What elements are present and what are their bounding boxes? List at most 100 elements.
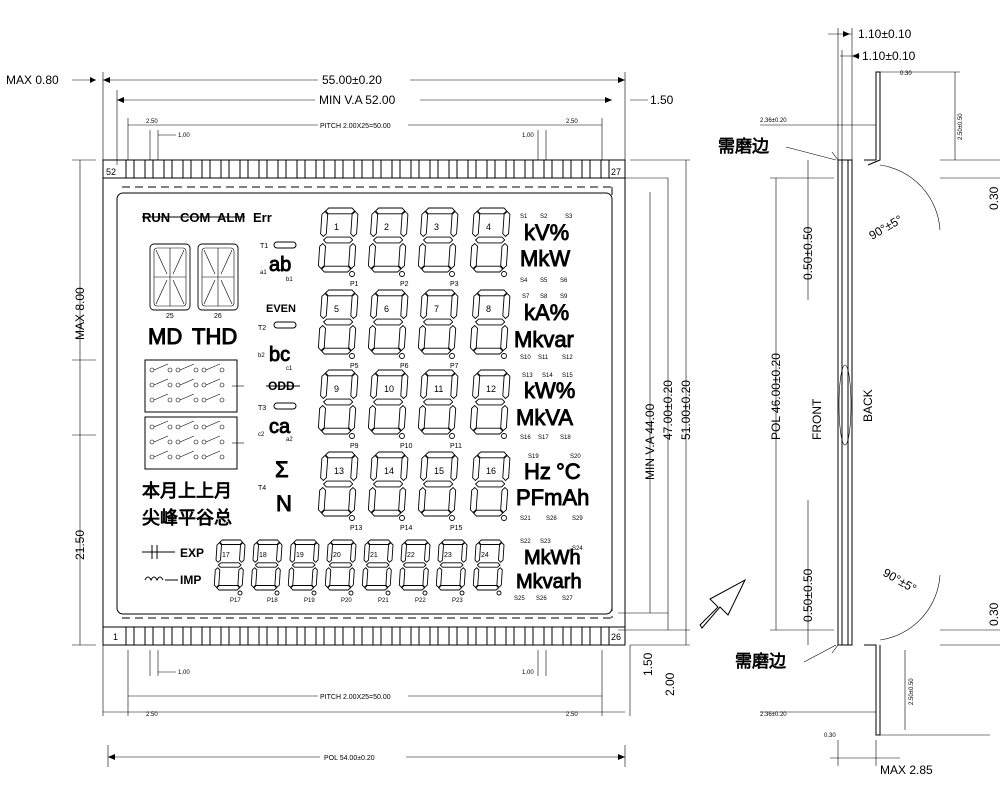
unit-s15: S15 bbox=[562, 373, 573, 379]
segment bbox=[421, 265, 452, 273]
pin-row-top bbox=[125, 159, 610, 179]
segment bbox=[474, 542, 481, 563]
pin-top bbox=[486, 159, 496, 179]
digit-number: 3 bbox=[434, 222, 439, 232]
bottom-digit-number: 22 bbox=[407, 552, 415, 559]
segment bbox=[370, 454, 379, 482]
segment bbox=[321, 509, 352, 517]
unit-mkvar: Mkvar bbox=[514, 327, 574, 352]
decimal-point bbox=[399, 353, 405, 359]
pin-bottom bbox=[315, 626, 325, 646]
pair-small-a1: a1 bbox=[260, 270, 267, 276]
unit-s3: S3 bbox=[565, 214, 573, 220]
segment bbox=[472, 372, 481, 400]
unit-s1: S1 bbox=[520, 214, 528, 220]
segment bbox=[364, 585, 389, 591]
label-imp: IMP bbox=[180, 573, 201, 587]
decimal-point bbox=[349, 353, 355, 359]
pin-top bbox=[334, 159, 344, 179]
segment bbox=[400, 210, 409, 238]
pin-top bbox=[410, 159, 420, 179]
segment bbox=[476, 369, 508, 377]
digit-number: 12 bbox=[486, 384, 496, 394]
segment bbox=[421, 427, 452, 435]
segment bbox=[424, 369, 456, 377]
bottom-digit-number: 18 bbox=[259, 552, 267, 559]
unit-s8: S8 bbox=[540, 294, 548, 300]
dim-min-va-width: MIN V.A 52.00 bbox=[319, 93, 396, 107]
pin-top bbox=[258, 159, 268, 179]
cjk-line-1: 本月上上月 bbox=[142, 481, 232, 501]
dim-max-height: MAX 8.00 bbox=[73, 287, 87, 340]
segment bbox=[374, 369, 406, 377]
unit-s6: S6 bbox=[560, 278, 568, 284]
unit-s7: S7 bbox=[522, 294, 530, 300]
lcd-segments: RUN COM ALM Err 25 26 MD THD 本月上上月 尖峰平谷总… bbox=[142, 207, 590, 604]
dim-pin-g-right: 1.00 bbox=[522, 133, 534, 139]
dp-label: P11 bbox=[450, 443, 462, 450]
pair-small-b1: b1 bbox=[286, 277, 293, 283]
segment bbox=[252, 542, 259, 563]
pin-bottom bbox=[581, 626, 591, 646]
unit-s14: S14 bbox=[542, 373, 553, 379]
segment bbox=[450, 292, 459, 320]
segment bbox=[500, 242, 509, 270]
segment bbox=[472, 210, 481, 238]
t-label-1: T1 bbox=[260, 243, 268, 250]
seven-seg-digit bbox=[417, 369, 459, 439]
dim-min-va-height: MIN V.A 44.00 bbox=[643, 403, 657, 480]
pin-label-1: 1 bbox=[113, 632, 118, 642]
seven-seg-digit bbox=[317, 369, 359, 439]
side-dim-max: MAX 2.85 bbox=[880, 763, 933, 777]
digit-number: 4 bbox=[486, 222, 491, 232]
dp-label: P13 bbox=[350, 525, 363, 532]
dim-right-bot-1: 1.50 bbox=[641, 652, 655, 676]
segment bbox=[350, 292, 359, 320]
side-label-back: BACK bbox=[861, 389, 875, 422]
front-dimensions: MAX 0.80 55.00±0.20 MIN V.A 52.00 1.50 P… bbox=[6, 72, 693, 767]
pin-top bbox=[125, 159, 135, 179]
segment bbox=[348, 486, 357, 514]
unit-s18: S18 bbox=[560, 435, 571, 441]
side-dim-gap-bot: 0.30 bbox=[987, 602, 1000, 626]
segment bbox=[215, 542, 222, 563]
side-dim-bot-angle: 90°±5° bbox=[881, 565, 920, 595]
digit-number: 6 bbox=[384, 304, 389, 314]
unit-mkva: MkVA bbox=[516, 405, 573, 430]
seven-seg-digit bbox=[417, 207, 459, 277]
unit-s21: S21 bbox=[520, 516, 531, 522]
bottom-digit bbox=[398, 539, 431, 596]
segment bbox=[476, 562, 501, 568]
seven-seg-digit bbox=[367, 289, 409, 359]
segment bbox=[367, 324, 376, 352]
segment bbox=[424, 207, 456, 215]
unit-celsius: °C bbox=[556, 459, 581, 484]
decimal-point bbox=[449, 515, 455, 521]
dp-label: P6 bbox=[400, 363, 409, 370]
segment bbox=[472, 454, 481, 482]
segment bbox=[400, 454, 409, 482]
segment bbox=[348, 242, 357, 270]
pair-small-c2: c2 bbox=[258, 432, 265, 438]
label-exp: EXP bbox=[180, 546, 204, 560]
unit-s17: S17 bbox=[538, 435, 549, 441]
unit-s20: S20 bbox=[570, 454, 581, 460]
segment bbox=[450, 454, 459, 482]
side-dim-t2: 1.10±0.10 bbox=[862, 49, 916, 63]
seven-seg-digit bbox=[367, 207, 409, 277]
segment bbox=[374, 207, 406, 215]
segment bbox=[350, 210, 359, 238]
unit-s28: S28 bbox=[546, 516, 557, 522]
alpha-display bbox=[149, 243, 239, 311]
pin-bottom bbox=[505, 626, 515, 646]
side-dim-top-gap: 0.50±0.50 bbox=[801, 226, 815, 280]
segment bbox=[330, 539, 355, 545]
segment bbox=[401, 585, 426, 591]
decimal-point bbox=[496, 590, 502, 596]
segment bbox=[253, 585, 278, 591]
digit-number: 8 bbox=[486, 304, 491, 314]
pin-top bbox=[201, 159, 211, 179]
label-n: N bbox=[276, 491, 292, 516]
pin-bottom bbox=[429, 626, 439, 646]
